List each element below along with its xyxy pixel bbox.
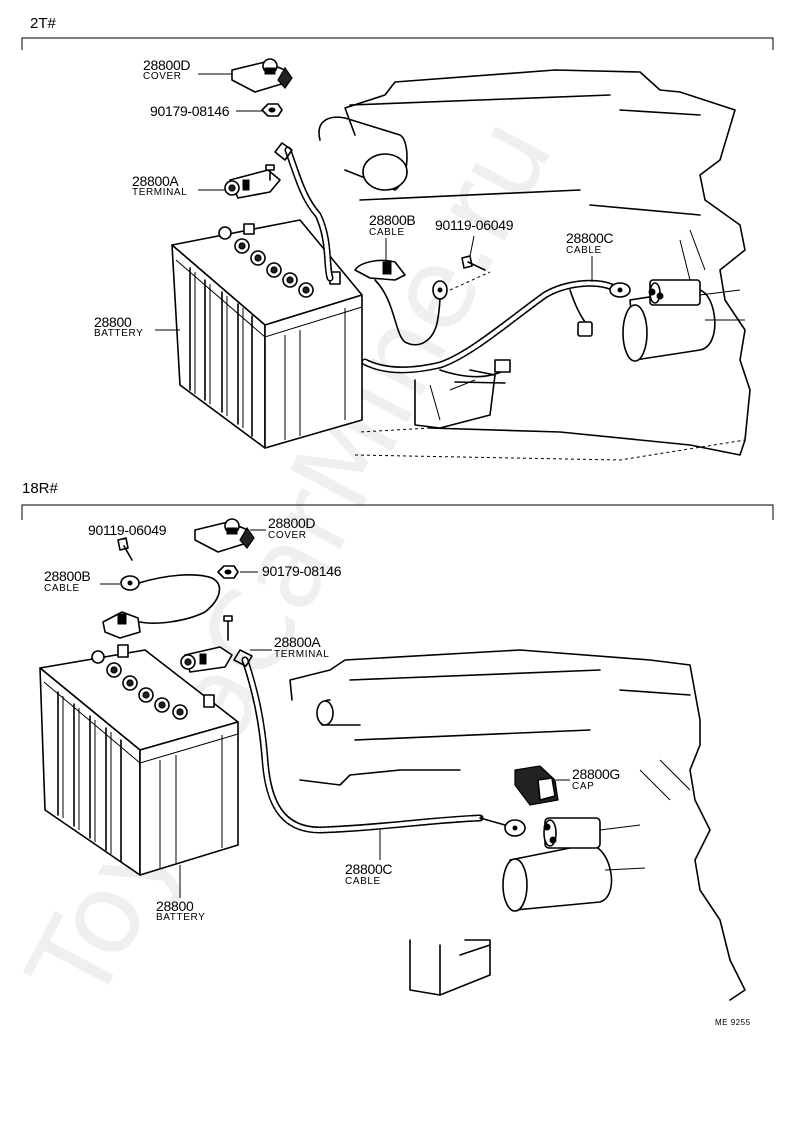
part-number: 28800A — [274, 634, 321, 650]
battery-caps — [218, 223, 341, 298]
part-name: CABLE — [369, 227, 405, 238]
section-bracket — [21, 37, 774, 50]
labels-18r: 90119-06049 28800D COVER 90179-08146 288… — [44, 515, 620, 923]
battery — [171, 219, 363, 449]
part-number: 90119-06049 — [435, 217, 514, 233]
ground-cable — [354, 255, 491, 346]
section-2t: 2T# — [21, 15, 774, 461]
part-number: 28800C — [345, 861, 392, 877]
terminal-part — [224, 164, 281, 199]
cover-part — [194, 518, 255, 553]
part-number: 90179-08146 — [150, 103, 230, 119]
battery-caps — [91, 644, 215, 720]
terminal-part — [180, 615, 233, 673]
part-name: TERMINAL — [132, 187, 187, 198]
part-number: 28800D — [143, 57, 190, 73]
cover-part — [231, 58, 293, 93]
cap-part — [514, 765, 559, 806]
battery — [39, 644, 239, 876]
part-number: 90119-06049 — [88, 522, 167, 538]
ground-cable — [102, 537, 221, 639]
main-cable — [274, 142, 631, 384]
part-name: COVER — [268, 530, 307, 541]
part-name: TERMINAL — [274, 649, 329, 660]
part-name: COVER — [143, 71, 182, 82]
labels-2t: 28800D COVER 90179-08146 28800A TERMINAL… — [94, 57, 614, 339]
section-label: 2T# — [30, 15, 57, 32]
nut-part — [261, 103, 283, 117]
part-name: BATTERY — [156, 912, 205, 923]
part-name: CAP — [572, 781, 594, 792]
starter-motor — [502, 817, 646, 912]
section-label: 18R# — [22, 480, 59, 497]
part-number: 90179-08146 — [262, 563, 342, 579]
part-number: 28800C — [566, 230, 613, 246]
section-18r: 18R# — [21, 480, 774, 1027]
part-name: BATTERY — [94, 328, 143, 339]
part-number: 28800A — [132, 173, 179, 189]
reference-code: ME 9255 — [715, 1018, 751, 1027]
part-number: 28800 — [94, 314, 132, 330]
engine-outline — [289, 649, 746, 1001]
starter-motor — [622, 279, 745, 362]
part-number: 28800D — [268, 515, 315, 531]
part-number: 28800B — [369, 212, 415, 228]
part-name: CABLE — [44, 583, 80, 594]
part-number: 28800 — [156, 898, 194, 914]
part-name: CABLE — [566, 245, 602, 256]
part-number: 28800B — [44, 568, 90, 584]
section-bracket — [21, 504, 774, 520]
engine-outline — [318, 69, 751, 461]
part-name: CABLE — [345, 876, 381, 887]
main-cable — [233, 649, 526, 837]
part-number: 28800G — [572, 766, 620, 782]
nut-part — [217, 565, 239, 579]
